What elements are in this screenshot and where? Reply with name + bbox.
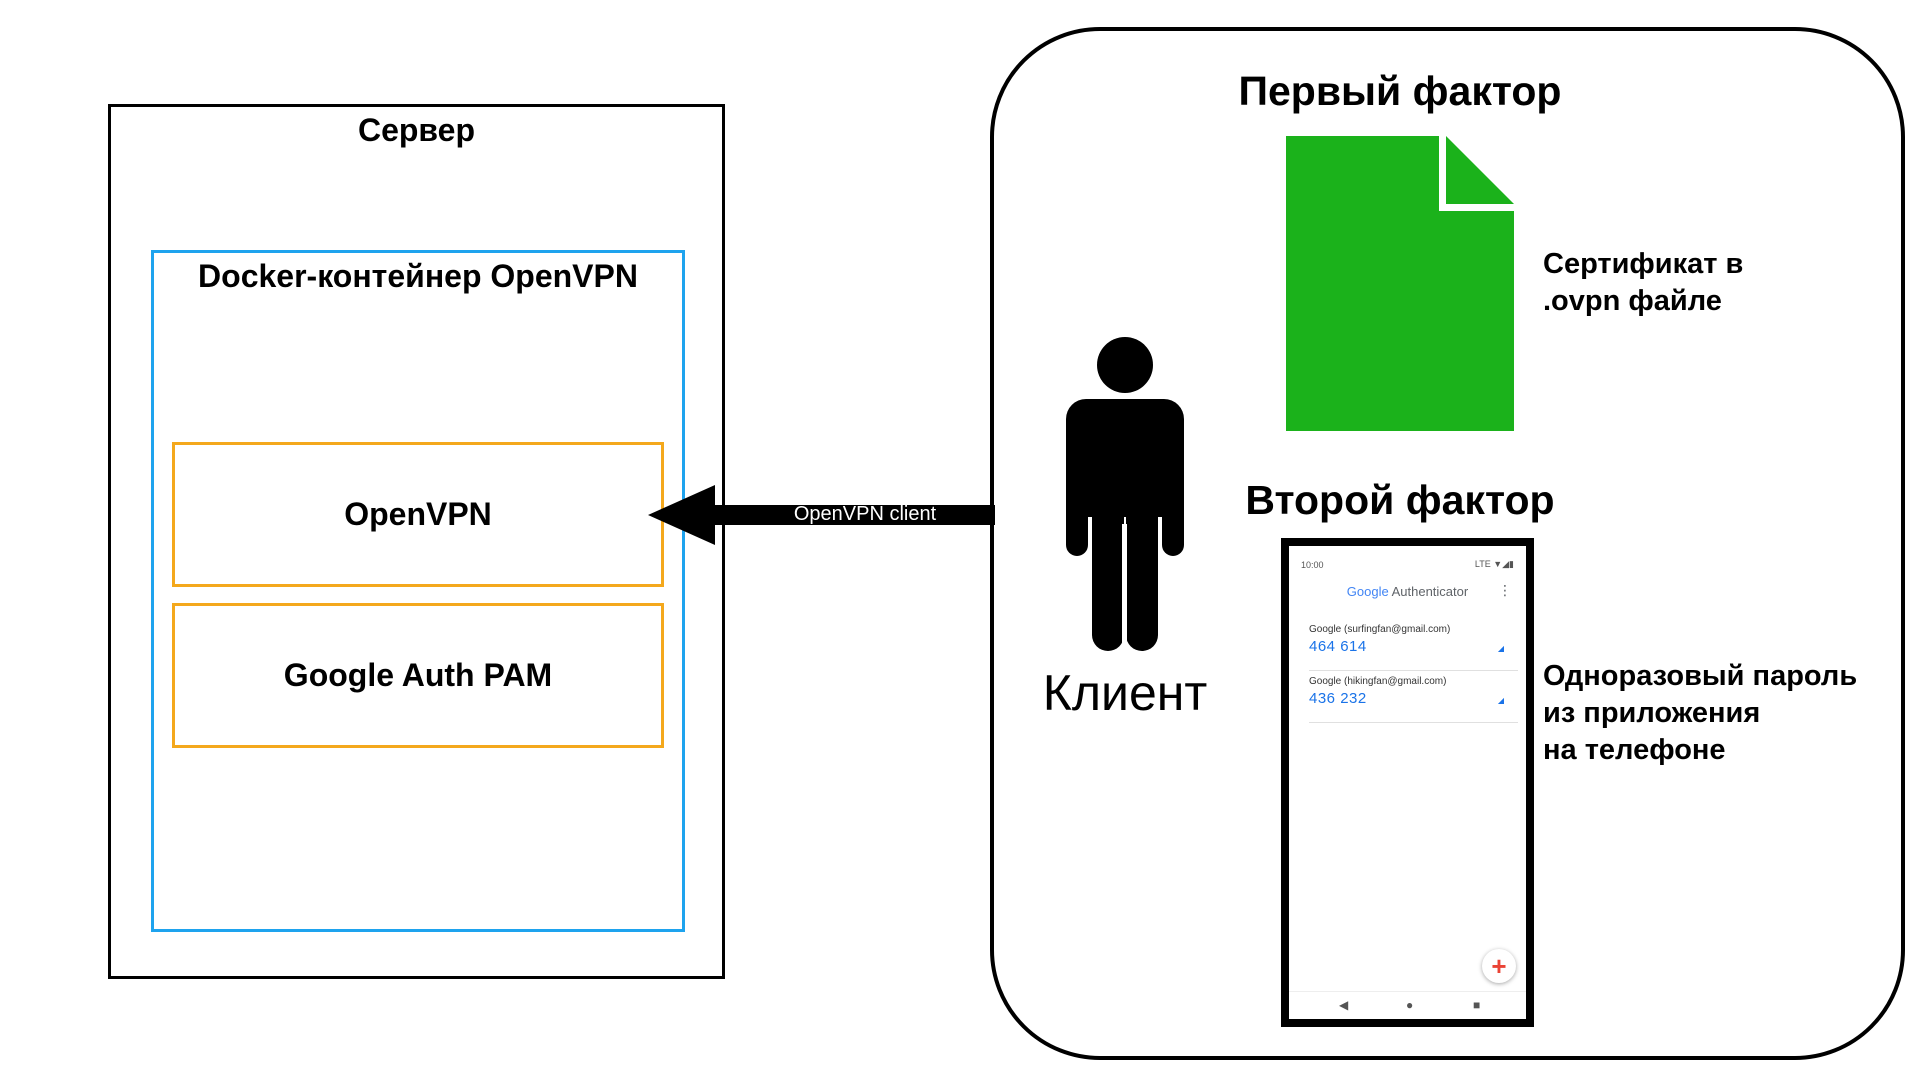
network-status: LTE bbox=[1474, 559, 1491, 569]
certificate-caption-line: .ovpn файле bbox=[1543, 285, 1722, 317]
list-divider bbox=[1309, 670, 1518, 671]
app-title-rest: Authenticator bbox=[1388, 584, 1469, 599]
account-code: 464 614 bbox=[1309, 638, 1367, 655]
app-title-brand: Google bbox=[1346, 584, 1389, 599]
navigation-bar: ◀ ● ■ bbox=[1289, 991, 1526, 1020]
server-title: Сервер bbox=[357, 112, 476, 148]
document-icon bbox=[1286, 136, 1514, 431]
server-box bbox=[108, 104, 725, 979]
second-factor-title: Второй фактор bbox=[1245, 477, 1555, 523]
person-icon bbox=[1066, 337, 1184, 651]
otp-caption-line: Одноразовый пароль bbox=[1543, 660, 1858, 692]
account-name: Google (hikingfan@gmail.com) bbox=[1309, 676, 1447, 687]
certificate-caption-line: Сертификат в bbox=[1543, 248, 1744, 280]
more-menu-icon[interactable]: ⋮ bbox=[1498, 582, 1512, 598]
docker-container-box bbox=[151, 250, 685, 932]
app-title: Google Authenticator bbox=[1289, 584, 1526, 599]
add-icon[interactable]: + bbox=[1482, 949, 1516, 983]
connection-label: OpenVPN client bbox=[793, 503, 937, 525]
client-box bbox=[990, 27, 1905, 1060]
recents-icon[interactable]: ■ bbox=[1473, 998, 1481, 1012]
openvpn-service-label: OpenVPN bbox=[344, 496, 492, 532]
arrow-left-icon bbox=[648, 485, 995, 545]
phone-screenshot: 10:00 LTE ▼◢▮ Google Authenticator ⋮ Goo… bbox=[1281, 538, 1534, 1027]
otp-caption: Одноразовый пароль из приложения на теле… bbox=[1543, 658, 1857, 769]
otp-caption-line: на телефоне bbox=[1543, 734, 1726, 766]
google-auth-pam-label: Google Auth PAM bbox=[283, 657, 553, 693]
account-code: 436 232 bbox=[1309, 690, 1367, 707]
home-icon[interactable]: ● bbox=[1406, 998, 1414, 1012]
account-name: Google (surfingfan@gmail.com) bbox=[1309, 624, 1451, 635]
timer-icon: ◢ bbox=[1497, 644, 1504, 653]
status-icons: LTE ▼◢▮ bbox=[1474, 559, 1514, 569]
google-auth-pam-box: Google Auth PAM bbox=[172, 603, 664, 748]
list-divider bbox=[1309, 722, 1518, 723]
client-label: Клиент bbox=[1042, 665, 1208, 721]
status-time: 10:00 bbox=[1301, 560, 1324, 570]
openvpn-service-box: OpenVPN bbox=[172, 442, 664, 587]
certificate-caption: Сертификат в .ovpn файле bbox=[1543, 246, 1743, 320]
docker-container-title: Docker-контейнер OpenVPN bbox=[198, 258, 638, 294]
back-icon[interactable]: ◀ bbox=[1339, 998, 1349, 1012]
timer-icon: ◢ bbox=[1497, 696, 1504, 705]
first-factor-title: Первый фактор bbox=[1238, 68, 1562, 114]
otp-caption-line: из приложения bbox=[1543, 697, 1761, 729]
